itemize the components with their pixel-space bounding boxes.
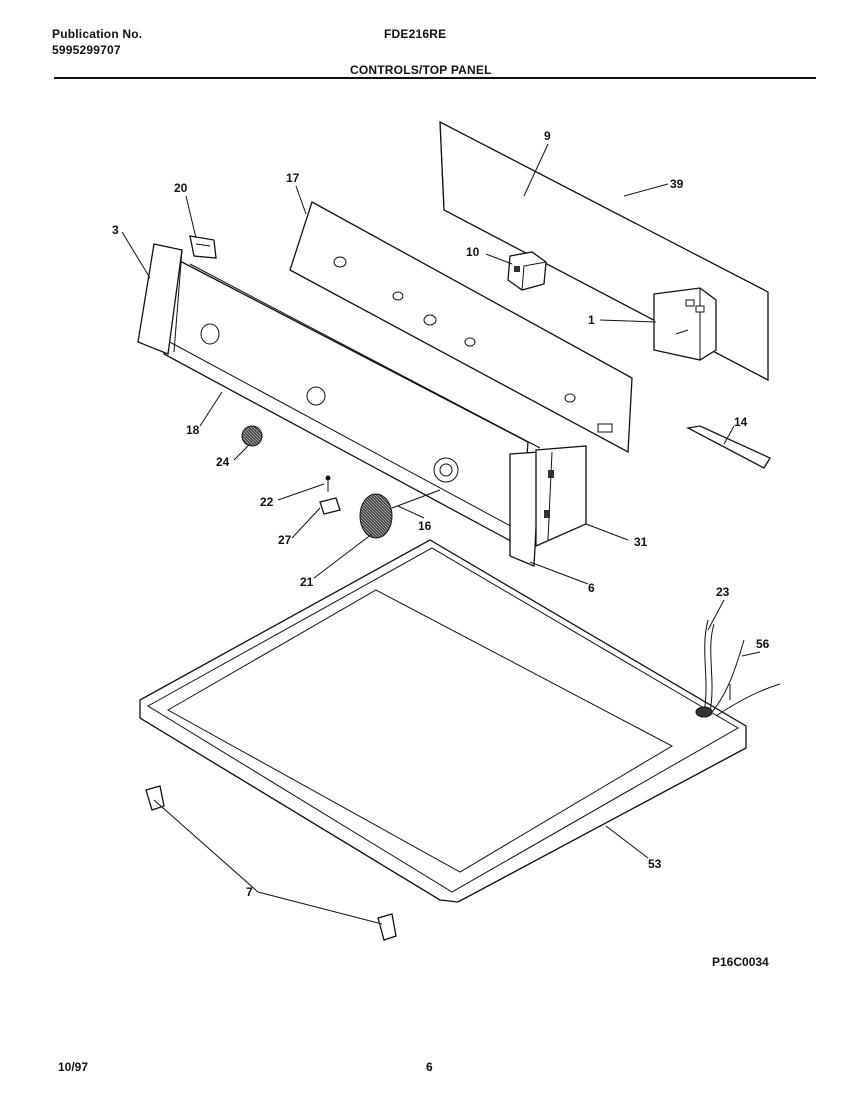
callout-3: 3 [112, 223, 119, 237]
callout-18: 18 [186, 423, 200, 437]
callout-31: 31 [634, 535, 648, 549]
screw-part [325, 475, 331, 492]
callout-9: 9 [544, 129, 551, 143]
footer-page-number: 6 [426, 1060, 433, 1074]
control-panel-mesh-part [289, 201, 633, 454]
callout-10: 10 [466, 245, 480, 259]
callout-56: 56 [756, 637, 770, 651]
model-number: FDE216RE [384, 27, 447, 41]
callout-6: 6 [588, 581, 595, 595]
callout-24: 24 [216, 455, 230, 469]
section-title: CONTROLS/TOP PANEL [350, 63, 492, 77]
callout-27: 27 [278, 533, 292, 547]
clip-part [319, 497, 341, 515]
callout-labels: 9 39 17 20 3 10 1 14 18 24 22 27 21 16 3… [112, 129, 770, 899]
harness-strap-part [685, 425, 771, 469]
knob-part [241, 425, 263, 447]
callout-14: 14 [734, 415, 748, 429]
figure-id: P16C0034 [712, 955, 769, 969]
callout-39: 39 [670, 177, 684, 191]
timer-knob-part [359, 489, 441, 539]
callout-16: 16 [418, 519, 432, 533]
leader-lines [121, 143, 761, 925]
callout-22: 22 [260, 495, 274, 509]
callout-53: 53 [648, 857, 662, 871]
footer-date: 10/97 [58, 1060, 89, 1074]
callout-7: 7 [246, 885, 253, 899]
left-end-cap-part [137, 243, 183, 355]
publication-number: 5995299707 [52, 43, 121, 57]
header-rule [54, 77, 816, 79]
wire-harness-part [695, 619, 781, 718]
right-bracket-part [535, 445, 587, 547]
callout-17: 17 [286, 171, 300, 185]
top-panel-part [139, 539, 747, 903]
timer-part [653, 287, 717, 361]
publication-label: Publication No. [52, 27, 143, 41]
right-end-cap-part [509, 451, 541, 567]
callout-20: 20 [174, 181, 188, 195]
hinge-left-part [145, 785, 165, 811]
callout-1: 1 [588, 313, 595, 327]
left-bracket-part [189, 235, 217, 259]
hinge-right-part [377, 913, 397, 941]
switch-part [507, 251, 547, 291]
callout-23: 23 [716, 585, 730, 599]
callout-21: 21 [300, 575, 314, 589]
